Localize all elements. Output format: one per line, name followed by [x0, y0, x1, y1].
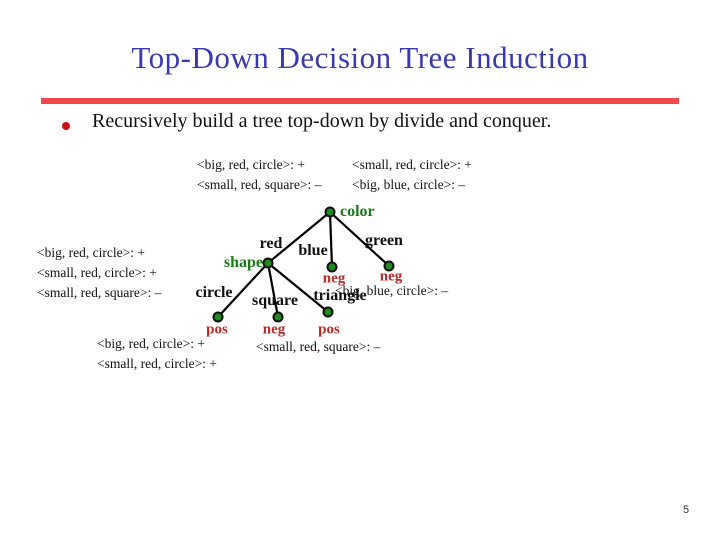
bullet-text: Recursively build a tree top-down by div…	[92, 110, 552, 132]
page-number: 5	[683, 504, 690, 516]
class-label-circle-pos: pos	[206, 321, 228, 338]
class-label-green-neg: neg	[379, 268, 403, 285]
node-square-leaf	[272, 311, 284, 323]
node-blue-leaf	[326, 261, 338, 273]
examples-top-left: <big, red, circle>: + <small, red, squar…	[197, 155, 321, 194]
examples-bottom-left: <big, red, circle>: + <small, red, circl…	[97, 334, 217, 374]
node-green-leaf	[383, 260, 395, 272]
title-underline	[41, 98, 679, 104]
node-triangle-leaf	[322, 306, 334, 318]
branch-label-green: green	[365, 232, 403, 249]
branch-label-circle: circle	[195, 284, 233, 301]
example-line: <small, red, circle>: +	[352, 157, 472, 172]
examples-top-right: <small, red, circle>: + <big, blue, circ…	[352, 155, 472, 194]
example-line: <big, red, circle>: +	[97, 336, 205, 351]
branch-label-blue: blue	[298, 242, 328, 259]
node-circle-leaf	[212, 311, 224, 323]
bullet-icon	[62, 122, 70, 130]
root-attribute-label: color	[340, 203, 375, 220]
example-line: <big, red, circle>: +	[197, 157, 305, 172]
example-line: <big, red, circle>: +	[37, 245, 145, 260]
class-label-square-neg: neg	[262, 321, 286, 338]
edge-root-green-leaf	[329, 211, 390, 267]
edge-shape-circle-leaf	[217, 262, 269, 318]
edge-shape-triangle-leaf	[267, 262, 329, 313]
class-label-triangle-pos: pos	[318, 321, 340, 338]
example-line: <small, red, circle>: +	[37, 265, 157, 280]
slide-title: Top-Down Decision Tree Induction	[131, 40, 589, 75]
example-line: <small, red, square>: –	[37, 285, 162, 300]
shape-attribute-label: shape	[223, 254, 263, 271]
edge-shape-square-leaf	[266, 262, 280, 318]
branch-label-red: red	[259, 235, 283, 252]
edge-root-blue-leaf	[328, 211, 334, 268]
example-line: <small, red, circle>: +	[97, 356, 217, 371]
example-line: <big, blue, circle>: –	[352, 176, 466, 192]
branch-label-square: square	[252, 292, 298, 309]
node-shape	[262, 257, 274, 269]
node-color-root	[324, 206, 336, 218]
examples-left: <big, red, circle>: + <small, red, circl…	[37, 243, 161, 303]
branch-label-triangle: triangle	[313, 287, 367, 304]
edge-root-shape	[267, 211, 331, 264]
example-bottom-mid: <small, red, square>: –	[256, 339, 381, 354]
class-label-blue-neg: neg	[322, 270, 346, 287]
example-line: <small, red, square>: –	[197, 176, 322, 192]
example-green-leaf: <big, blue, circle>: –	[335, 283, 449, 298]
